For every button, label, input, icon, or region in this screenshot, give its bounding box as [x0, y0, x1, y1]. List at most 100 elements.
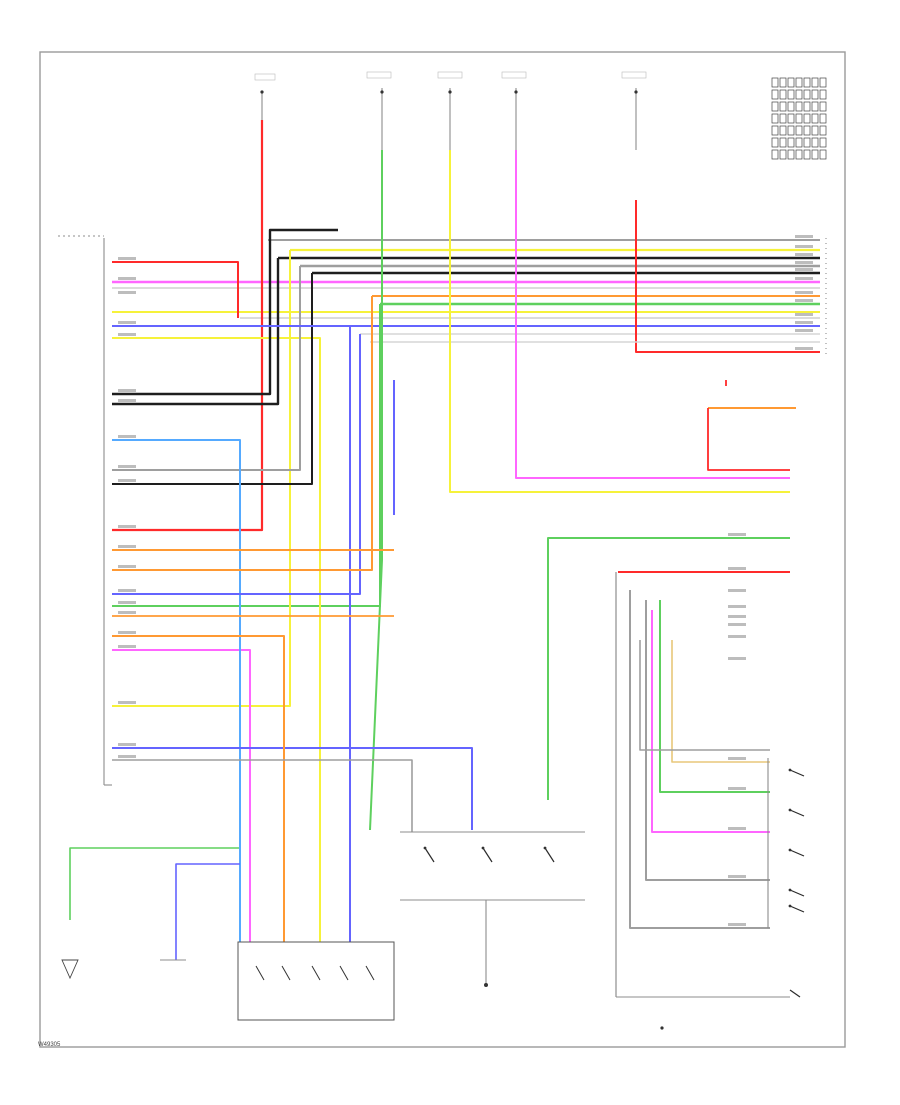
wire-red-left — [112, 261, 239, 318]
pin-cell — [803, 125, 811, 136]
connector-pinout-grid — [771, 77, 827, 160]
wire-yellow-2 — [112, 337, 321, 942]
wire-label-mark — [728, 615, 746, 618]
pin-cell — [795, 125, 803, 136]
wire-label-mark — [795, 313, 813, 316]
wire-blue-4 — [112, 747, 473, 830]
wire-label-mark — [795, 277, 813, 280]
wire-label-mark — [118, 389, 136, 392]
pin-cell — [779, 149, 787, 160]
wire-orange-2 — [112, 296, 373, 571]
wire-magenta-2 — [112, 649, 251, 942]
wire-green-2 — [547, 537, 790, 800]
wire-label-mark — [795, 235, 813, 238]
pin-cell — [819, 125, 827, 136]
wire-label-mark — [728, 635, 746, 638]
wire-label-mark — [728, 923, 746, 926]
wire-labels — [118, 235, 813, 926]
pin-cell — [811, 113, 819, 124]
pin-cell — [787, 137, 795, 148]
wire-label-mark — [118, 601, 136, 604]
wire-gray-3 — [629, 590, 770, 929]
wire-label-mark — [118, 755, 136, 758]
wire-label-mark — [728, 875, 746, 878]
wire-green-3 — [112, 304, 381, 607]
wire-label-mark — [118, 277, 136, 280]
wire-label-mark — [795, 291, 813, 294]
wire-gray-2 — [645, 600, 770, 881]
wire-yellow-1 — [449, 150, 790, 493]
wire-orange-4 — [112, 635, 285, 942]
pin-cell — [795, 101, 803, 112]
wire-label-mark — [728, 605, 746, 608]
pin-cell — [787, 125, 795, 136]
wire-label-mark — [118, 701, 136, 704]
wire-label-mark — [118, 589, 136, 592]
pin-cell — [811, 77, 819, 88]
wire-green-5 — [659, 600, 770, 793]
pin-cell — [819, 101, 827, 112]
pin-cell — [771, 101, 779, 112]
pin-cell — [779, 137, 787, 148]
wire-magenta-1 — [515, 150, 790, 479]
pin-cell — [779, 77, 787, 88]
pin-cell — [811, 149, 819, 160]
pin-cell — [819, 149, 827, 160]
wire-black-2 — [112, 258, 280, 406]
wire-label-mark — [728, 657, 746, 660]
solenoid-contact — [255, 965, 265, 981]
wire-label-mark — [118, 291, 136, 294]
wire-green-4 — [69, 847, 240, 920]
wire-label-mark — [118, 465, 136, 468]
solenoid-valve-box — [237, 941, 395, 1021]
pin-cell — [819, 137, 827, 148]
figure-id: W49305 — [38, 1042, 61, 1048]
pin-cell — [811, 125, 819, 136]
pin-cell — [771, 113, 779, 124]
wire-label-mark — [795, 268, 813, 271]
wire-label-mark — [795, 321, 813, 324]
wire-gray-5 — [639, 640, 770, 751]
wire-label-mark — [118, 321, 136, 324]
wire-label-mark — [795, 261, 813, 264]
pin-cell — [795, 113, 803, 124]
wires — [69, 120, 820, 997]
pin-cell — [771, 149, 779, 160]
wire-label-mark — [118, 399, 136, 402]
pin-cell — [803, 77, 811, 88]
wire-label-mark — [118, 435, 136, 438]
diagram-frame — [39, 51, 846, 1048]
pin-cell — [779, 125, 787, 136]
wire-blue-1 — [112, 325, 351, 942]
pin-cell — [795, 89, 803, 100]
vehicle-speed-sensor — [61, 959, 186, 980]
wire-label-mark — [795, 245, 813, 248]
wire-label-mark — [795, 253, 813, 256]
solenoid-contact — [339, 965, 349, 981]
wire-label-mark — [118, 565, 136, 568]
wire-blue-3 — [112, 334, 361, 595]
wire-black-3 — [112, 273, 313, 485]
pin-cell — [795, 149, 803, 160]
wire-gray-6 — [112, 759, 413, 832]
solenoid-contact — [281, 965, 291, 981]
wire-magenta-3 — [651, 610, 770, 833]
wire-label-mark — [795, 347, 813, 350]
pin-cell — [803, 89, 811, 100]
pin-cell — [803, 149, 811, 160]
wire-label-mark — [118, 743, 136, 746]
pin-cell — [811, 89, 819, 100]
pin-cell — [795, 77, 803, 88]
wire-label-mark — [795, 329, 813, 332]
pin-cell — [803, 137, 811, 148]
selector-lever-switch — [767, 758, 805, 928]
wire-label-mark — [118, 479, 136, 482]
pin-cell — [803, 113, 811, 124]
wire-label-mark — [728, 533, 746, 536]
wire-red-main — [112, 120, 264, 532]
wire-label-mark — [728, 787, 746, 790]
wire-label-mark — [118, 545, 136, 548]
wire-label-mark — [728, 589, 746, 592]
pin-cell — [779, 113, 787, 124]
